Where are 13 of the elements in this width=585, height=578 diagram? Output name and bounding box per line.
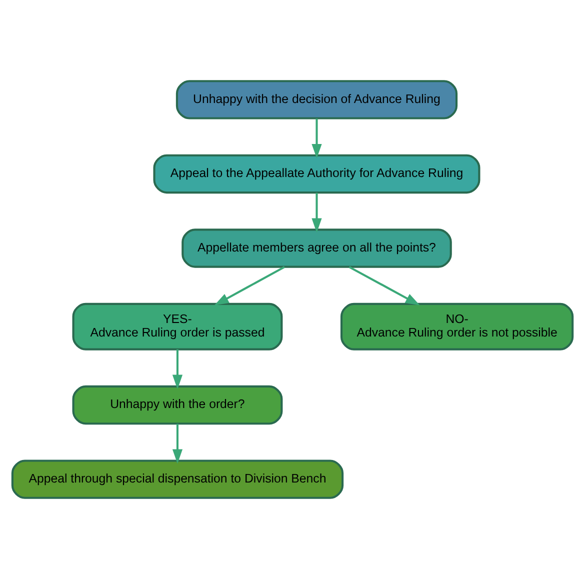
arrow [214,266,285,305]
arrow [172,348,183,389]
node-box: Appeal through special dispensation to Division Bench [11,459,344,498]
node-box: Unhappy with the decision of Advance Ruling [176,80,458,119]
node-box: Appeal to the Appeallate Authority for Advance Ruling [153,154,480,194]
node-box: NO- Advance Ruling order is not possible [340,302,574,350]
node-box: Unhappy with the order? [72,384,283,424]
arrow [312,192,322,232]
arrow [172,423,183,464]
node-box: Appellate members agree on all the points? [182,228,452,268]
arrow [348,266,420,305]
arrow [312,118,322,158]
node-box: YES- Advance Ruling order is passed [72,302,283,350]
